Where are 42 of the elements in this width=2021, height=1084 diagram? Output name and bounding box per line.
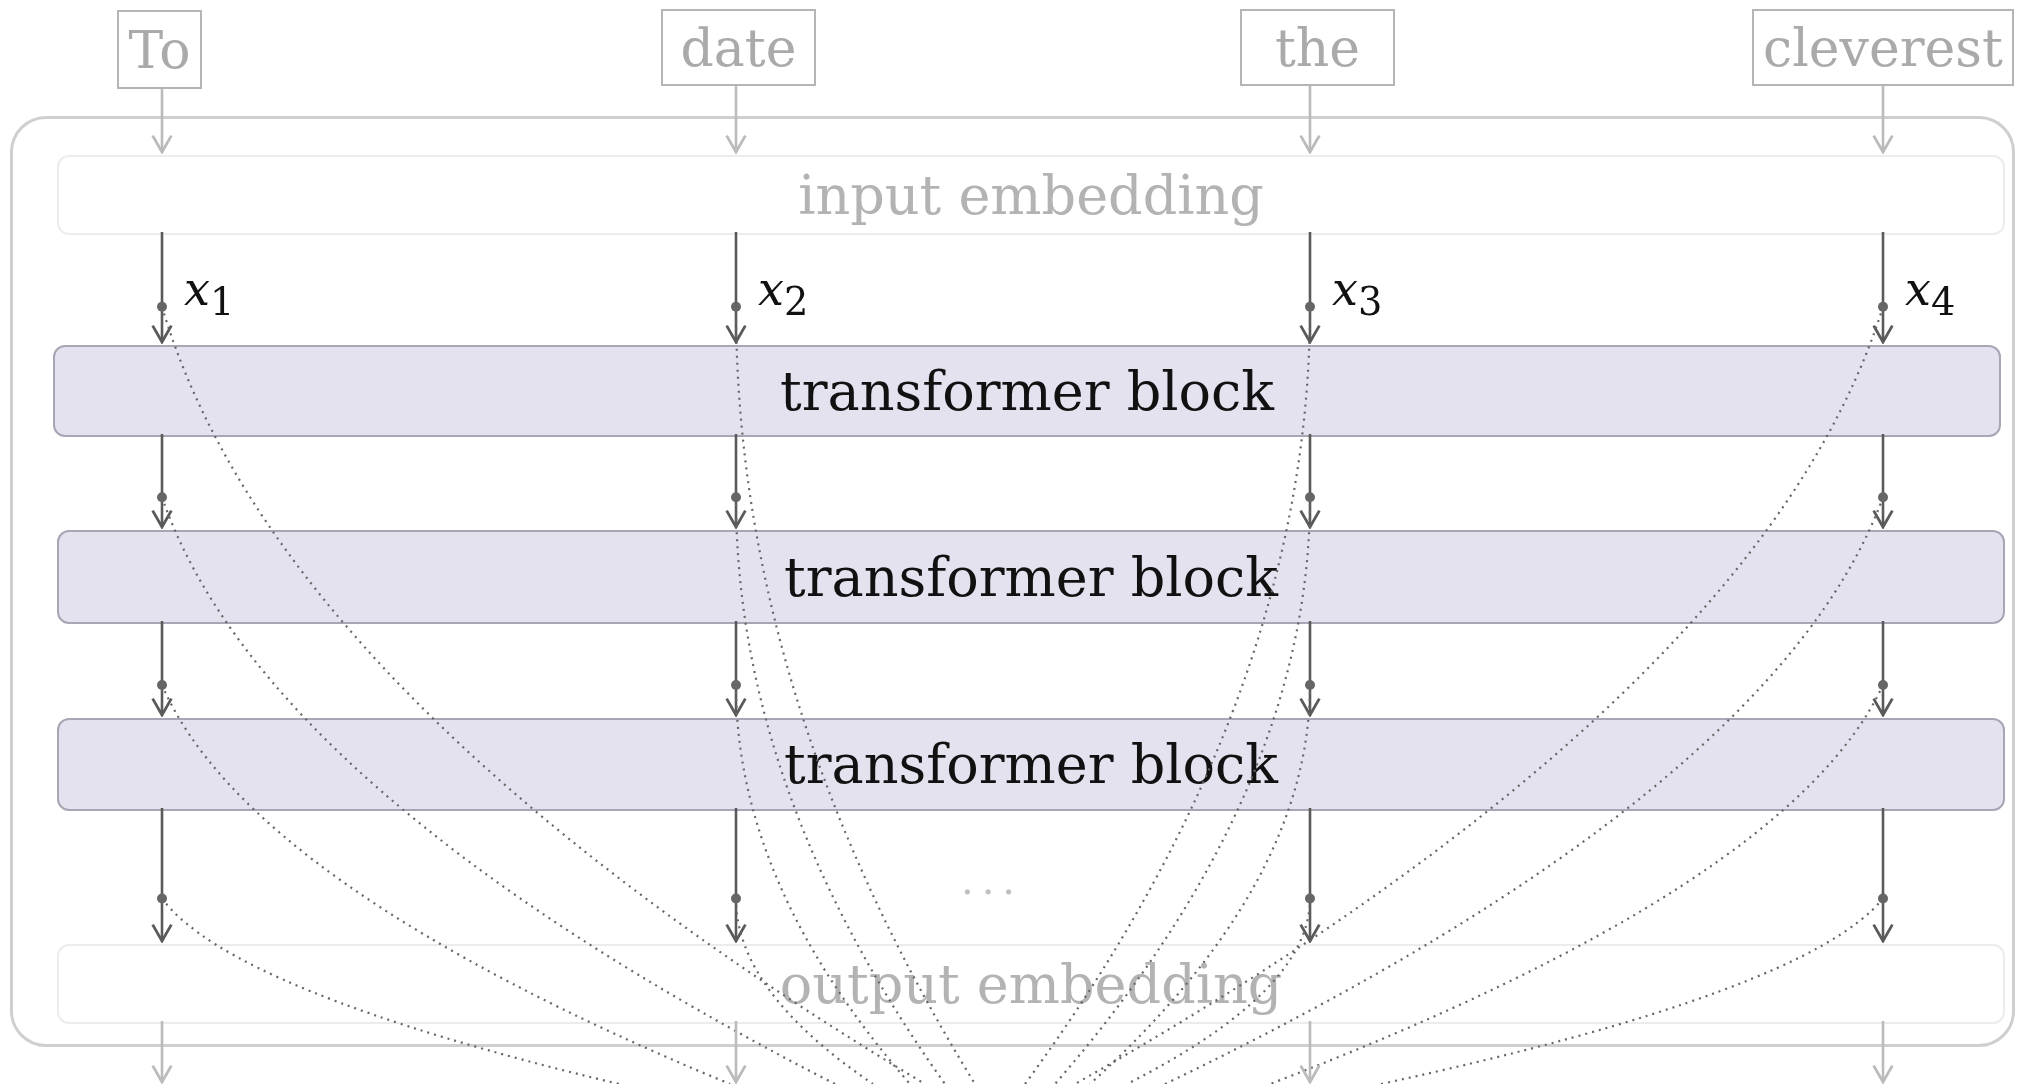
arrow [1872, 808, 1894, 943]
transformer-block [53, 345, 2001, 437]
arrow [1299, 621, 1321, 717]
node-label: transformer block [784, 545, 1278, 609]
arrow [725, 434, 747, 529]
arrow [725, 808, 747, 943]
word-box [1240, 9, 1395, 86]
node-label: transformer block [784, 733, 1278, 796]
node-label: date [680, 17, 797, 78]
arrow [1299, 86, 1321, 154]
arrow [1872, 86, 1894, 154]
arrow [725, 232, 747, 344]
node-label: cleverest [1763, 17, 2003, 78]
arrow [151, 232, 173, 344]
arrow [725, 1021, 747, 1084]
arrow [1872, 434, 1894, 529]
transformer-block [57, 718, 2005, 811]
arrow [1872, 1021, 1894, 1084]
embedding-layer [57, 944, 2005, 1024]
ellipsis-text: ... [960, 857, 1024, 903]
arrow [151, 621, 173, 717]
arrow [1299, 1021, 1321, 1084]
model-container [10, 116, 2015, 1047]
word-box [117, 10, 202, 89]
arrow [151, 808, 173, 943]
node-label: To [128, 19, 191, 80]
word-box [1752, 9, 2014, 86]
arrow [151, 434, 173, 529]
arrow [151, 1021, 173, 1084]
arrow [1872, 232, 1894, 344]
arrow [1299, 232, 1321, 344]
arrow [1299, 434, 1321, 529]
arrow [725, 86, 747, 154]
node-label: the [1274, 17, 1361, 78]
transformer-block [57, 530, 2005, 624]
arrow [151, 89, 173, 154]
node-label: transformer block [780, 359, 1274, 423]
embedding-layer [57, 155, 2005, 235]
arrow [725, 621, 747, 717]
arrow [1299, 808, 1321, 943]
arrow [1872, 621, 1894, 717]
word-box [661, 9, 816, 86]
